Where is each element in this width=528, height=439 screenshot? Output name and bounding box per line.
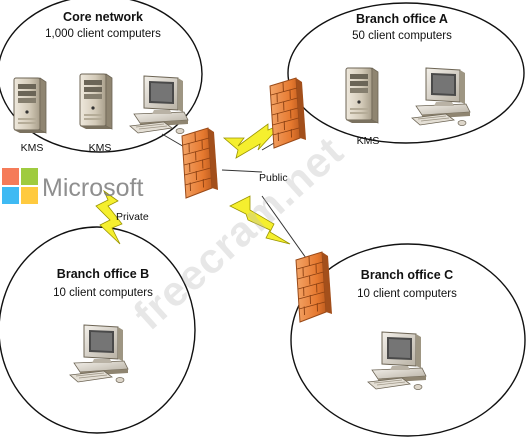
branch-a-title: Branch office A — [356, 12, 448, 26]
lightning-bolt-icon — [229, 195, 291, 245]
kms-server-label: KMS — [21, 142, 44, 154]
kms-server-label: KMS — [89, 142, 112, 154]
brick-firewall-icon — [295, 251, 333, 323]
branch-b-title: Branch office B — [57, 267, 149, 281]
branch-c-zone — [290, 243, 526, 437]
firewall-to-public-line — [221, 169, 263, 173]
branch-a-subtitle: 50 client computers — [352, 30, 452, 42]
microsoft-logo-text: Microsoft — [42, 174, 143, 202]
server-tower-icon — [13, 77, 47, 134]
private-link-label: Private — [116, 211, 149, 223]
branch-b-subtitle: 10 client computers — [53, 287, 153, 299]
server-tower-icon — [345, 67, 379, 124]
desktop-computer-icon — [367, 331, 427, 390]
lightning-bolt-icon — [95, 189, 123, 245]
core-network-title: Core network — [63, 10, 143, 24]
server-tower-icon — [79, 73, 113, 130]
kms-server-label: KMS — [357, 135, 380, 147]
branch-c-subtitle: 10 client computers — [357, 288, 457, 300]
microsoft-logo-icon — [2, 168, 38, 204]
desktop-computer-icon — [129, 75, 189, 134]
branch-c-title: Branch office C — [361, 268, 453, 282]
brick-firewall-icon — [181, 127, 219, 199]
desktop-computer-icon — [69, 324, 129, 383]
core-to-firewall-line — [161, 133, 187, 149]
branch-a-zone — [287, 2, 525, 144]
core-network-zone — [0, 0, 203, 153]
public-link-label: Public — [259, 172, 288, 184]
branch-b-zone — [0, 226, 196, 434]
core-network-subtitle: 1,000 client computers — [45, 28, 161, 40]
public-to-branch-c-line — [261, 195, 307, 259]
brick-firewall-icon — [269, 77, 307, 149]
desktop-computer-icon — [411, 67, 471, 126]
